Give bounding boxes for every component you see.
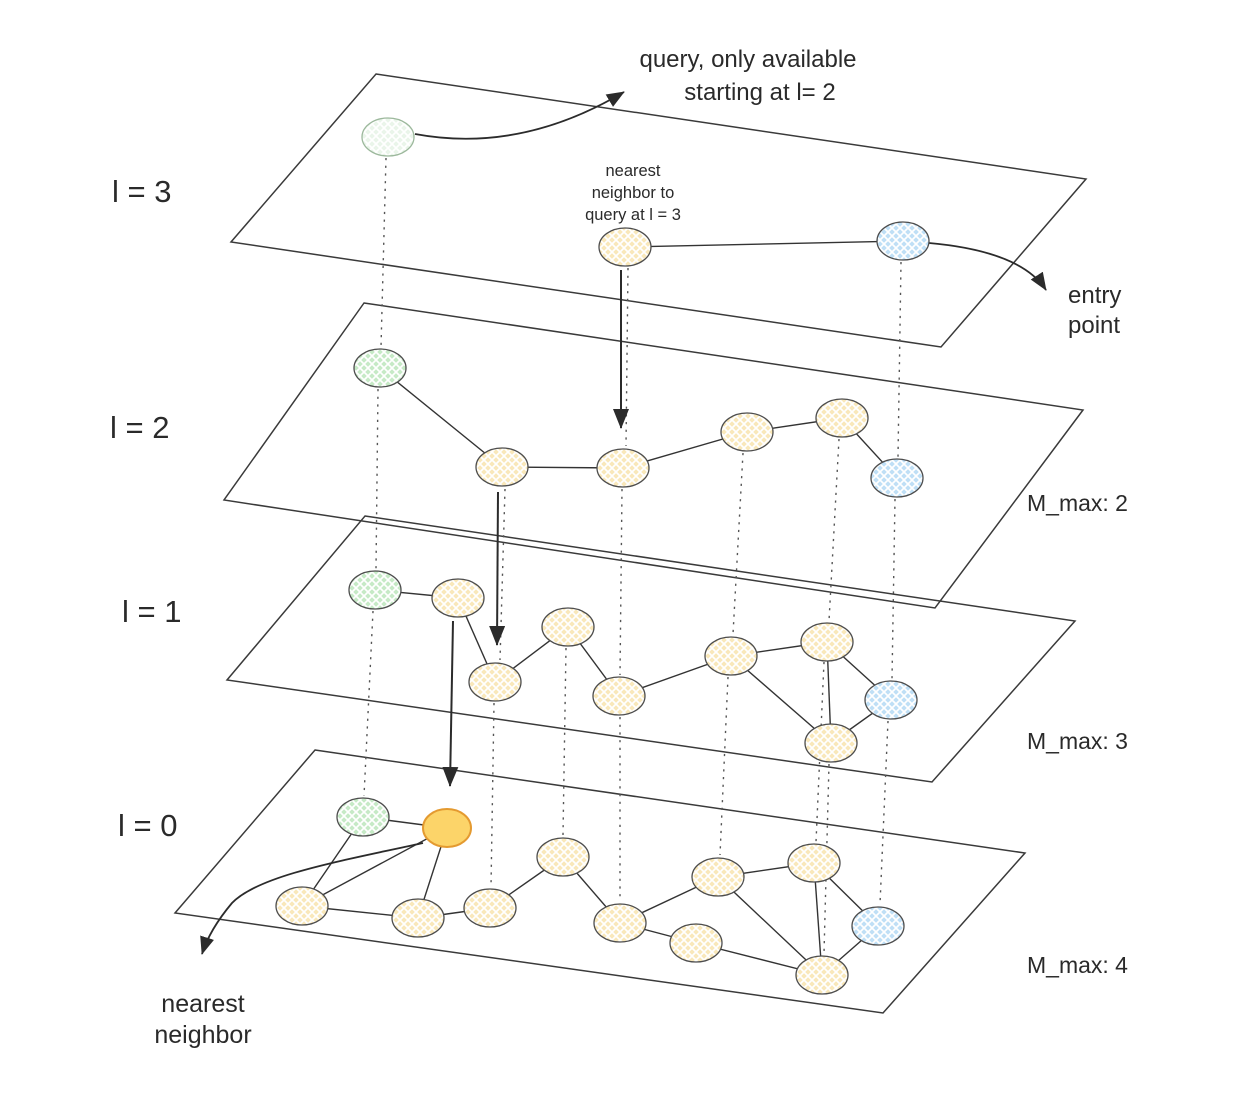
layer-projection-line — [897, 261, 902, 458]
nearest-neighbor-annotation-line: neighbor — [154, 1021, 251, 1049]
nearest-neighbor-l3-node — [598, 227, 652, 267]
layer-label-l0: l = 0 — [118, 808, 177, 843]
data-node — [704, 636, 758, 676]
entry-point-projection-node — [864, 680, 918, 720]
layer-label-l3: l = 3 — [112, 174, 171, 209]
data-node — [391, 898, 445, 938]
query-annotation: query, only available starting at l= 2 — [639, 46, 856, 106]
data-node — [536, 837, 590, 877]
data-node — [593, 903, 647, 943]
graph-edge — [717, 876, 823, 976]
data-node — [431, 578, 485, 618]
query-projection-node — [348, 570, 402, 610]
layer-projection-line — [619, 488, 623, 676]
search-descent-arrow — [489, 491, 506, 646]
data-node — [787, 843, 841, 883]
data-node — [795, 955, 849, 995]
layer-plane-l1 — [225, 515, 1077, 783]
nearest-neighbor-l3-annotation-line: neighbor to — [592, 184, 675, 202]
layer-plane-l0 — [173, 749, 1027, 1014]
data-node — [669, 923, 723, 963]
layer-plane-l2 — [222, 302, 1085, 609]
layer-label-l1: l = 1 — [122, 594, 181, 629]
layer-projection-line — [490, 702, 495, 888]
graph-edge — [379, 367, 503, 468]
layer-projection-line — [879, 720, 889, 905]
nearest-neighbor-l3-annotation-line: query at l = 3 — [585, 206, 681, 224]
nearest-neighbor-node — [422, 808, 472, 848]
nearest-neighbor-l3-annotation-line: nearest — [605, 162, 660, 180]
layer-plane-l3 — [229, 73, 1088, 348]
layer-projection-line — [891, 498, 896, 680]
layer-projection-line — [499, 488, 506, 661]
entry-point-node — [876, 221, 930, 261]
nearest-neighbor-annotation-line: nearest — [161, 990, 244, 1018]
data-node — [800, 622, 854, 662]
query-annotation-line: query, only available — [639, 46, 856, 73]
query-annotation-line: starting at l= 2 — [684, 79, 835, 106]
data-node — [691, 857, 745, 897]
data-node — [804, 723, 858, 763]
entry-point-projection-node — [851, 906, 905, 946]
entry-point-annotation-line: point — [1068, 312, 1120, 339]
layer-projection-line — [380, 157, 387, 348]
entry-point-projection-node — [870, 458, 924, 498]
layer-projection-line — [375, 388, 379, 570]
data-node — [541, 607, 595, 647]
query-projection-node — [353, 348, 407, 388]
data-node — [468, 662, 522, 702]
data-node — [596, 448, 650, 488]
layer-label-l2: l = 2 — [110, 410, 169, 445]
data-node — [815, 398, 869, 438]
m-max-label-l1: M_max: 3 — [1027, 728, 1128, 754]
query-node — [361, 117, 415, 157]
data-node — [275, 886, 329, 926]
data-node — [463, 888, 517, 928]
layer-projection-line — [719, 676, 729, 856]
entry-point-arrow — [928, 242, 1047, 291]
query-arrow — [414, 91, 625, 140]
graph-edge — [301, 827, 448, 907]
layer-projection-line — [732, 452, 744, 635]
layer-projection-line — [363, 610, 374, 797]
data-node — [592, 676, 646, 716]
layer-projection-line — [625, 267, 629, 447]
search-descent-arrow — [442, 620, 459, 787]
layer-projection-line — [562, 647, 567, 836]
entry-point-annotation: entry point — [1068, 282, 1121, 339]
data-node — [475, 447, 529, 487]
graph-edge — [624, 240, 904, 248]
nearest-neighbor-arrow — [200, 842, 424, 955]
nearest-neighbor-l3-annotation: nearest neighbor to query at l = 3 — [585, 162, 681, 224]
m-max-label-l2: M_max: 2 — [1027, 490, 1128, 516]
data-node — [720, 412, 774, 452]
nearest-neighbor-annotation: nearest neighbor — [154, 990, 251, 1049]
m-max-label-l0: M_max: 4 — [1027, 952, 1128, 978]
query-projection-node — [336, 797, 390, 837]
entry-point-annotation-line: entry — [1068, 282, 1121, 309]
